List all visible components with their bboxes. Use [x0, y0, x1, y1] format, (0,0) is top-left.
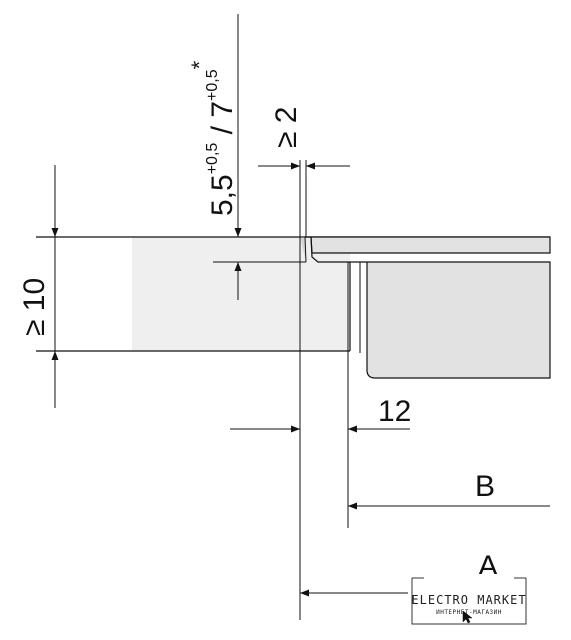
overlap-label: 12 — [378, 395, 411, 428]
watermark: ELECTRO MARKET ИНТЕРНЕТ-МАГАЗИН — [408, 574, 530, 628]
reference-lines — [299, 160, 349, 620]
depth-label: 5,5+0,5 / 7+0,5* — [187, 60, 239, 216]
depth-main-value: 5,5 — [206, 174, 239, 216]
watermark-title: ELECTRO MARKET — [411, 593, 526, 607]
depth-separator: / — [206, 118, 239, 143]
depth-alt-tolerance: +0,5 — [204, 69, 221, 101]
depth-dimension — [213, 14, 306, 300]
worktop-min-label: ≥ 10 — [18, 278, 51, 336]
appliance-body — [300, 236, 551, 379]
gap-min-label: ≥ 2 — [270, 107, 303, 148]
worktop-section — [132, 237, 350, 351]
depth-alt-value: 7 — [206, 101, 239, 118]
depth-main-tolerance: +0,5 — [204, 143, 221, 175]
ref-b-label: B — [475, 470, 495, 503]
depth-asterisk: * — [187, 60, 212, 69]
cursor-icon — [462, 610, 473, 624]
watermark-subtitle: ИНТЕРНЕТ-МАГАЗИН — [436, 609, 502, 616]
